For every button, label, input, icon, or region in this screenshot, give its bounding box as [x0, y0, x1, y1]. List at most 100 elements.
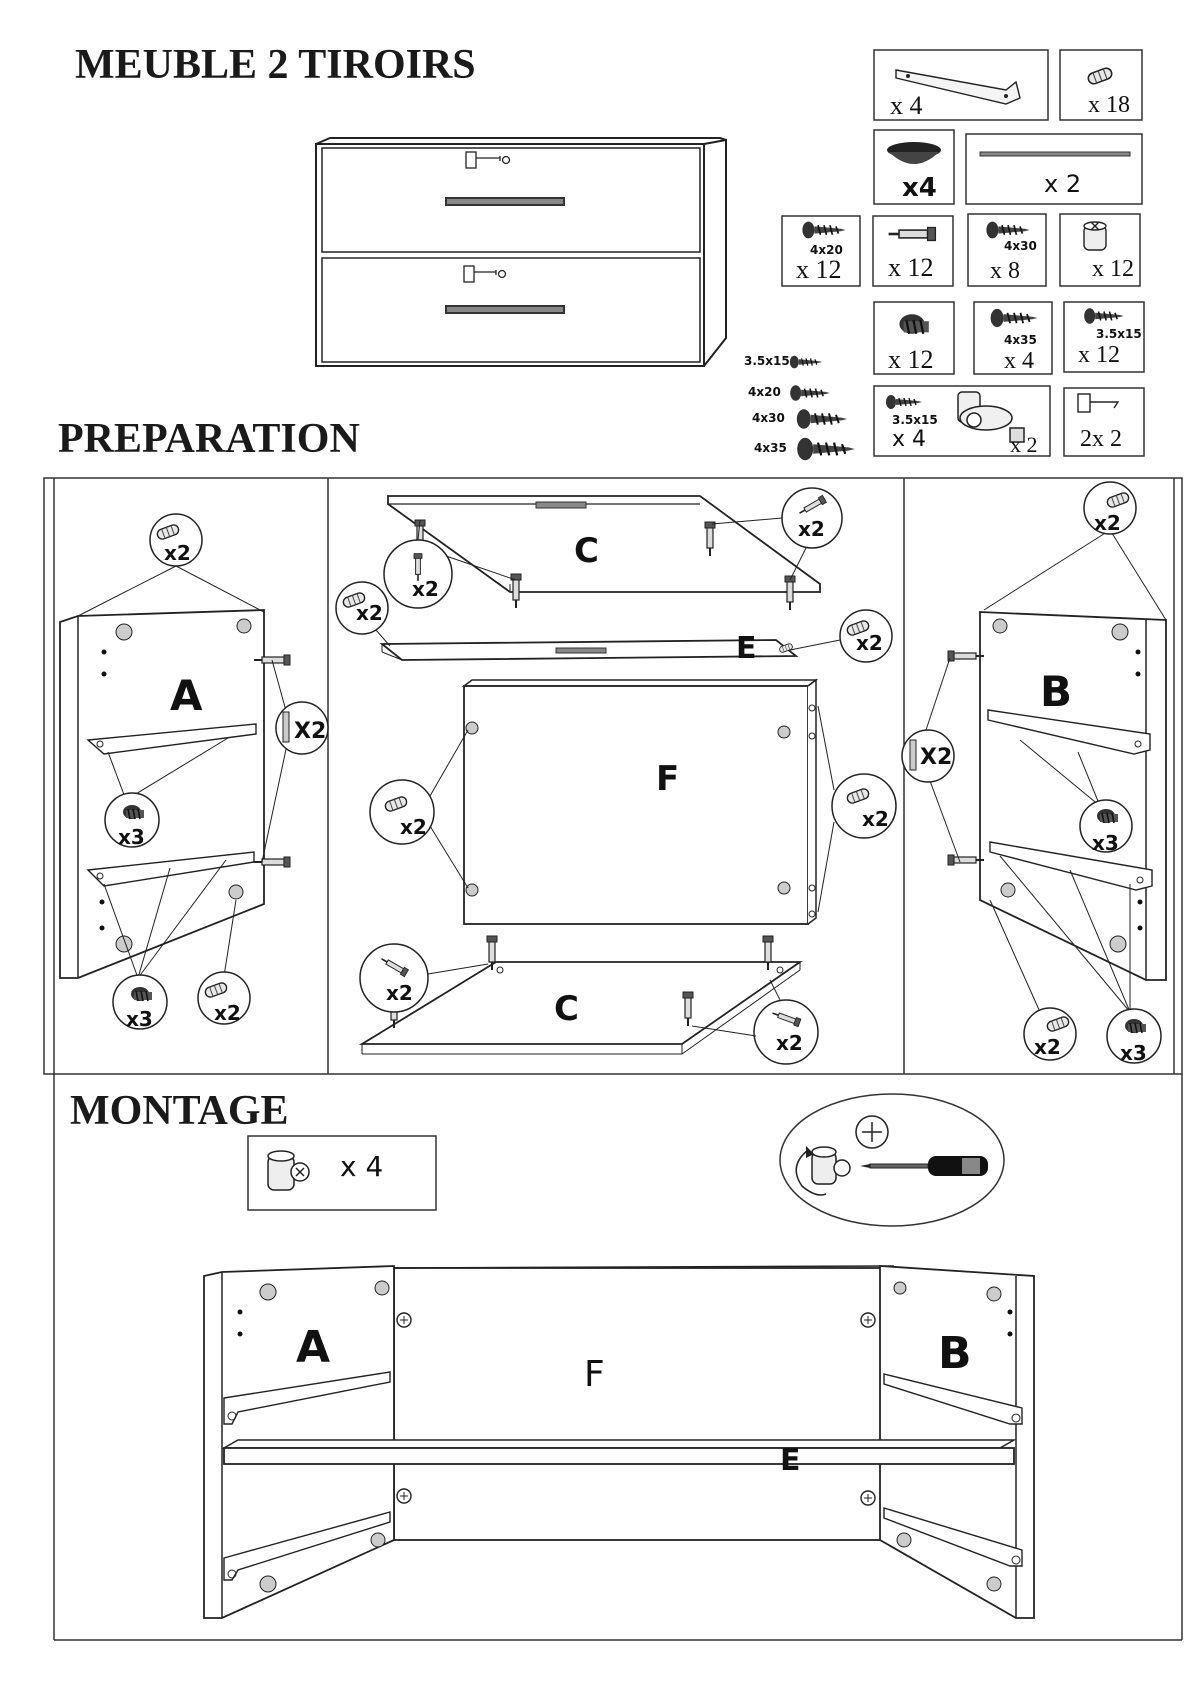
svg-text:x3: x3	[1120, 1041, 1147, 1065]
callout-bolt	[1106, 1008, 1162, 1064]
svg-text:x2: x2	[412, 577, 439, 601]
svg-text:X2: X2	[920, 745, 952, 770]
svg-text:x3: x3	[1092, 831, 1119, 855]
drawer-lock-icon	[957, 391, 1025, 443]
svg-text:x2: x2	[386, 981, 413, 1005]
callout-dowel	[369, 779, 435, 845]
hardware-screw-3-5x15: 3.5x15 x 12	[1063, 301, 1145, 373]
callout-dowel	[149, 513, 203, 567]
panel-label-f: F	[656, 759, 679, 799]
svg-text:4x35: 4x35	[1004, 333, 1037, 347]
prep-panel-a: A x2 X2 x3 x3 x2	[59, 513, 329, 1031]
svg-text:x 12: x 12	[1078, 342, 1120, 368]
svg-text:2x 2: 2x 2	[1080, 426, 1122, 452]
page-title: MEUBLE 2 TIROIRS	[75, 42, 476, 88]
callout-dowel	[839, 609, 893, 663]
lock-icon	[463, 265, 507, 283]
panel-label-e: E	[780, 1443, 801, 1478]
cam-lock-icon	[267, 1150, 310, 1191]
svg-text:x 4: x 4	[890, 91, 923, 120]
svg-text:x2: x2	[356, 601, 383, 625]
section-title-preparation: PREPARATION	[58, 416, 360, 462]
panel-label-f: F	[584, 1354, 605, 1395]
rotate-arrow-icon	[795, 1149, 827, 1196]
lock-icon	[465, 151, 511, 169]
callout-dowel	[831, 773, 897, 839]
svg-text:x 18: x 18	[1088, 92, 1130, 118]
prep-panel-c-bottom: C x2 x2	[358, 935, 819, 1065]
callout-bolt	[104, 792, 160, 848]
svg-text:x2: x2	[214, 1001, 241, 1025]
cam-lock-icon	[811, 1146, 851, 1185]
hardware-lock: 3.5x15 x 4 x 2	[873, 385, 1051, 457]
svg-text:x2: x2	[862, 807, 889, 831]
panel-label-a: A	[296, 1322, 330, 1373]
prep-panel-e: E x2 x2	[335, 581, 893, 666]
prep-panel-f: F x2 x2	[369, 678, 897, 925]
svg-text:x2: x2	[776, 1031, 803, 1055]
svg-text:x 4: x 4	[340, 1150, 383, 1183]
svg-text:x4: x4	[902, 173, 937, 203]
svg-text:x 2: x 2	[1044, 170, 1081, 198]
panel-label-b: B	[1040, 667, 1072, 716]
svg-text:x2: x2	[1034, 1035, 1061, 1059]
svg-text:X2: X2	[294, 719, 326, 744]
svg-text:4x30: 4x30	[752, 411, 785, 425]
prep-panel-b: B x2 X2 x3 x2 x3	[901, 481, 1167, 1065]
montage-cam-count: x 4	[247, 1135, 437, 1211]
section-title-montage: MONTAGE	[70, 1088, 289, 1134]
svg-text:x2: x2	[856, 631, 883, 655]
panel-label-c: C	[554, 989, 579, 1029]
svg-text:x3: x3	[126, 1007, 153, 1031]
hardware-dowel: x 18	[1059, 49, 1143, 121]
svg-text:4x30: 4x30	[1004, 239, 1037, 253]
svg-text:x2: x2	[1094, 511, 1121, 535]
phillips-head-icon	[855, 1115, 889, 1149]
screw-icon	[795, 408, 849, 430]
screw-size-legend: 3.5x15 4x20 4x30 4x35	[744, 354, 856, 462]
svg-text:x 8: x 8	[990, 258, 1020, 284]
svg-text:3.5x15: 3.5x15	[744, 354, 790, 368]
svg-text:4x35: 4x35	[754, 441, 787, 455]
hardware-screw-4x30: 4x30 x 8	[967, 213, 1047, 287]
hardware-key: 2x 2	[1063, 387, 1145, 457]
hardware-list: x 4 x 18 x4 x 2 4x20 x 12 x	[744, 49, 1145, 462]
svg-text:x 12: x 12	[1092, 256, 1134, 282]
hardware-foot: x4	[873, 129, 955, 205]
svg-text:x2: x2	[164, 541, 191, 565]
callout-bolt	[1079, 799, 1133, 853]
callout-dowel	[335, 581, 389, 635]
cam-lock-icon	[1083, 221, 1107, 251]
prep-panel-c-top: C x2 x2	[383, 487, 843, 611]
callout-pin	[753, 999, 819, 1065]
panel-label-c: C	[574, 531, 599, 571]
hardware-screw-4x20: 4x20 x 12	[781, 215, 861, 287]
callout-dowel	[197, 971, 251, 1025]
cabinet-illustration	[315, 137, 727, 367]
svg-text:x2: x2	[400, 815, 427, 839]
svg-text:x 12: x 12	[888, 253, 934, 282]
hardware-pin: x 12	[872, 215, 954, 287]
screw-icon	[796, 436, 856, 462]
screw-icon	[789, 384, 831, 402]
svg-text:x 12: x 12	[888, 345, 934, 374]
screw-icon	[789, 355, 823, 369]
hardware-slide: x 4	[873, 49, 1049, 121]
screwdriver-instruction	[779, 1093, 1005, 1227]
montage-frame	[53, 1074, 1183, 1641]
svg-text:3.5x15: 3.5x15	[892, 413, 938, 427]
svg-text:x2: x2	[798, 517, 825, 541]
hardware-bolt: x 12	[873, 301, 955, 375]
callout-pin	[359, 943, 429, 1013]
svg-text:x 2: x 2	[1010, 432, 1038, 457]
panel-label-e: E	[736, 631, 757, 666]
hardware-rod: x 2	[965, 133, 1143, 205]
panel-label-a: A	[170, 671, 203, 720]
key-icon	[1077, 393, 1120, 413]
svg-text:x 12: x 12	[796, 255, 842, 284]
svg-text:x 4: x 4	[1004, 348, 1034, 374]
hardware-screw-4x35: 4x35 x 4	[973, 301, 1053, 375]
rod-icon	[979, 151, 1131, 157]
svg-text:x 4: x 4	[892, 427, 926, 452]
